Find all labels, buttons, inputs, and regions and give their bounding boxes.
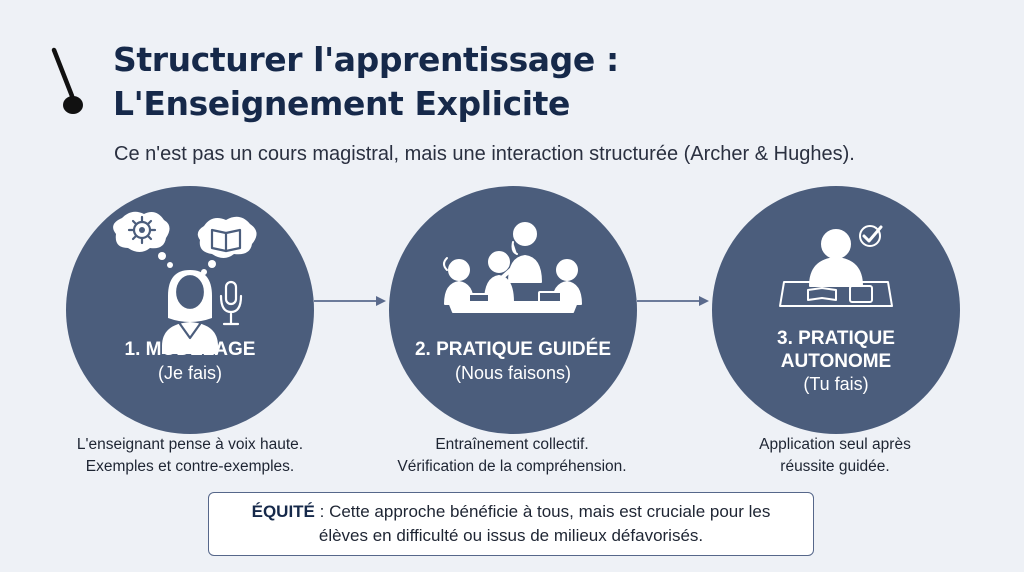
page-title: Structurer l'apprentissage : L'Enseignem… [113, 38, 619, 126]
desc-line: Entraînement collectif. [435, 436, 589, 453]
step-label-line: 1. MODELAGE [124, 339, 256, 360]
step-description: Application seul après réussite guidée. [685, 434, 985, 478]
step-modelage: 1. MODELAGE (Je fais) [66, 186, 314, 434]
step-label: 3. PRATIQUE AUTONOME [712, 327, 960, 373]
step-subtitle: (Je fais) [157, 363, 222, 383]
desc-line: Vérification de la compréhension. [397, 458, 627, 475]
note-line-2: élèves en difficulté ou issus de milieux… [318, 526, 704, 545]
student-independent-icon [779, 225, 893, 307]
step-label: 2. PRATIQUE GUIDÉE [389, 338, 637, 361]
title-line-2: L'Enseignement Explicite [113, 84, 571, 123]
desc-line: réussite guidée. [780, 458, 890, 475]
note-line-1: ÉQUITÉ : Cette approche bénéficie à tous… [209, 500, 813, 524]
desc-line: Exemples et contre-exemples. [85, 458, 295, 475]
desc-line: Application seul après [759, 436, 911, 453]
step-label-line: AUTONOME [780, 351, 892, 372]
step-label: 1. MODELAGE [66, 338, 314, 361]
title-line-1: Structurer l'apprentissage : [113, 40, 619, 79]
step-description: L'enseignant pense à voix haute. Exemple… [40, 434, 340, 478]
teacher-thinking-icon [113, 211, 257, 354]
arrow-right-icon [314, 296, 386, 306]
step-label-line: 3. PRATIQUE [777, 328, 895, 349]
step-description: Entraînement collectif. Vérification de … [362, 434, 662, 478]
equity-note: ÉQUITÉ : Cette approche bénéficie à tous… [208, 492, 814, 556]
arrow-right-icon [637, 296, 709, 306]
step-subtitle: (Tu fais) [803, 374, 869, 394]
pen-nib-icon [51, 47, 83, 114]
page-subtitle: Ce n'est pas un cours magistral, mais un… [114, 143, 855, 165]
step-label-line: 2. PRATIQUE GUIDÉE [414, 339, 611, 360]
desc-line: L'enseignant pense à voix haute. [76, 436, 304, 453]
note-bold: ÉQUITÉ [251, 502, 315, 521]
step-subtitle: (Nous faisons) [454, 363, 572, 383]
group-work-icon [443, 222, 582, 313]
note-text: : Cette approche bénéficie à tous, mais … [314, 502, 771, 521]
step-pratique-autonome: 3. PRATIQUE AUTONOME (Tu fais) [712, 186, 960, 434]
step-pratique-guidee: 2. PRATIQUE GUIDÉE (Nous faisons) [389, 186, 637, 434]
